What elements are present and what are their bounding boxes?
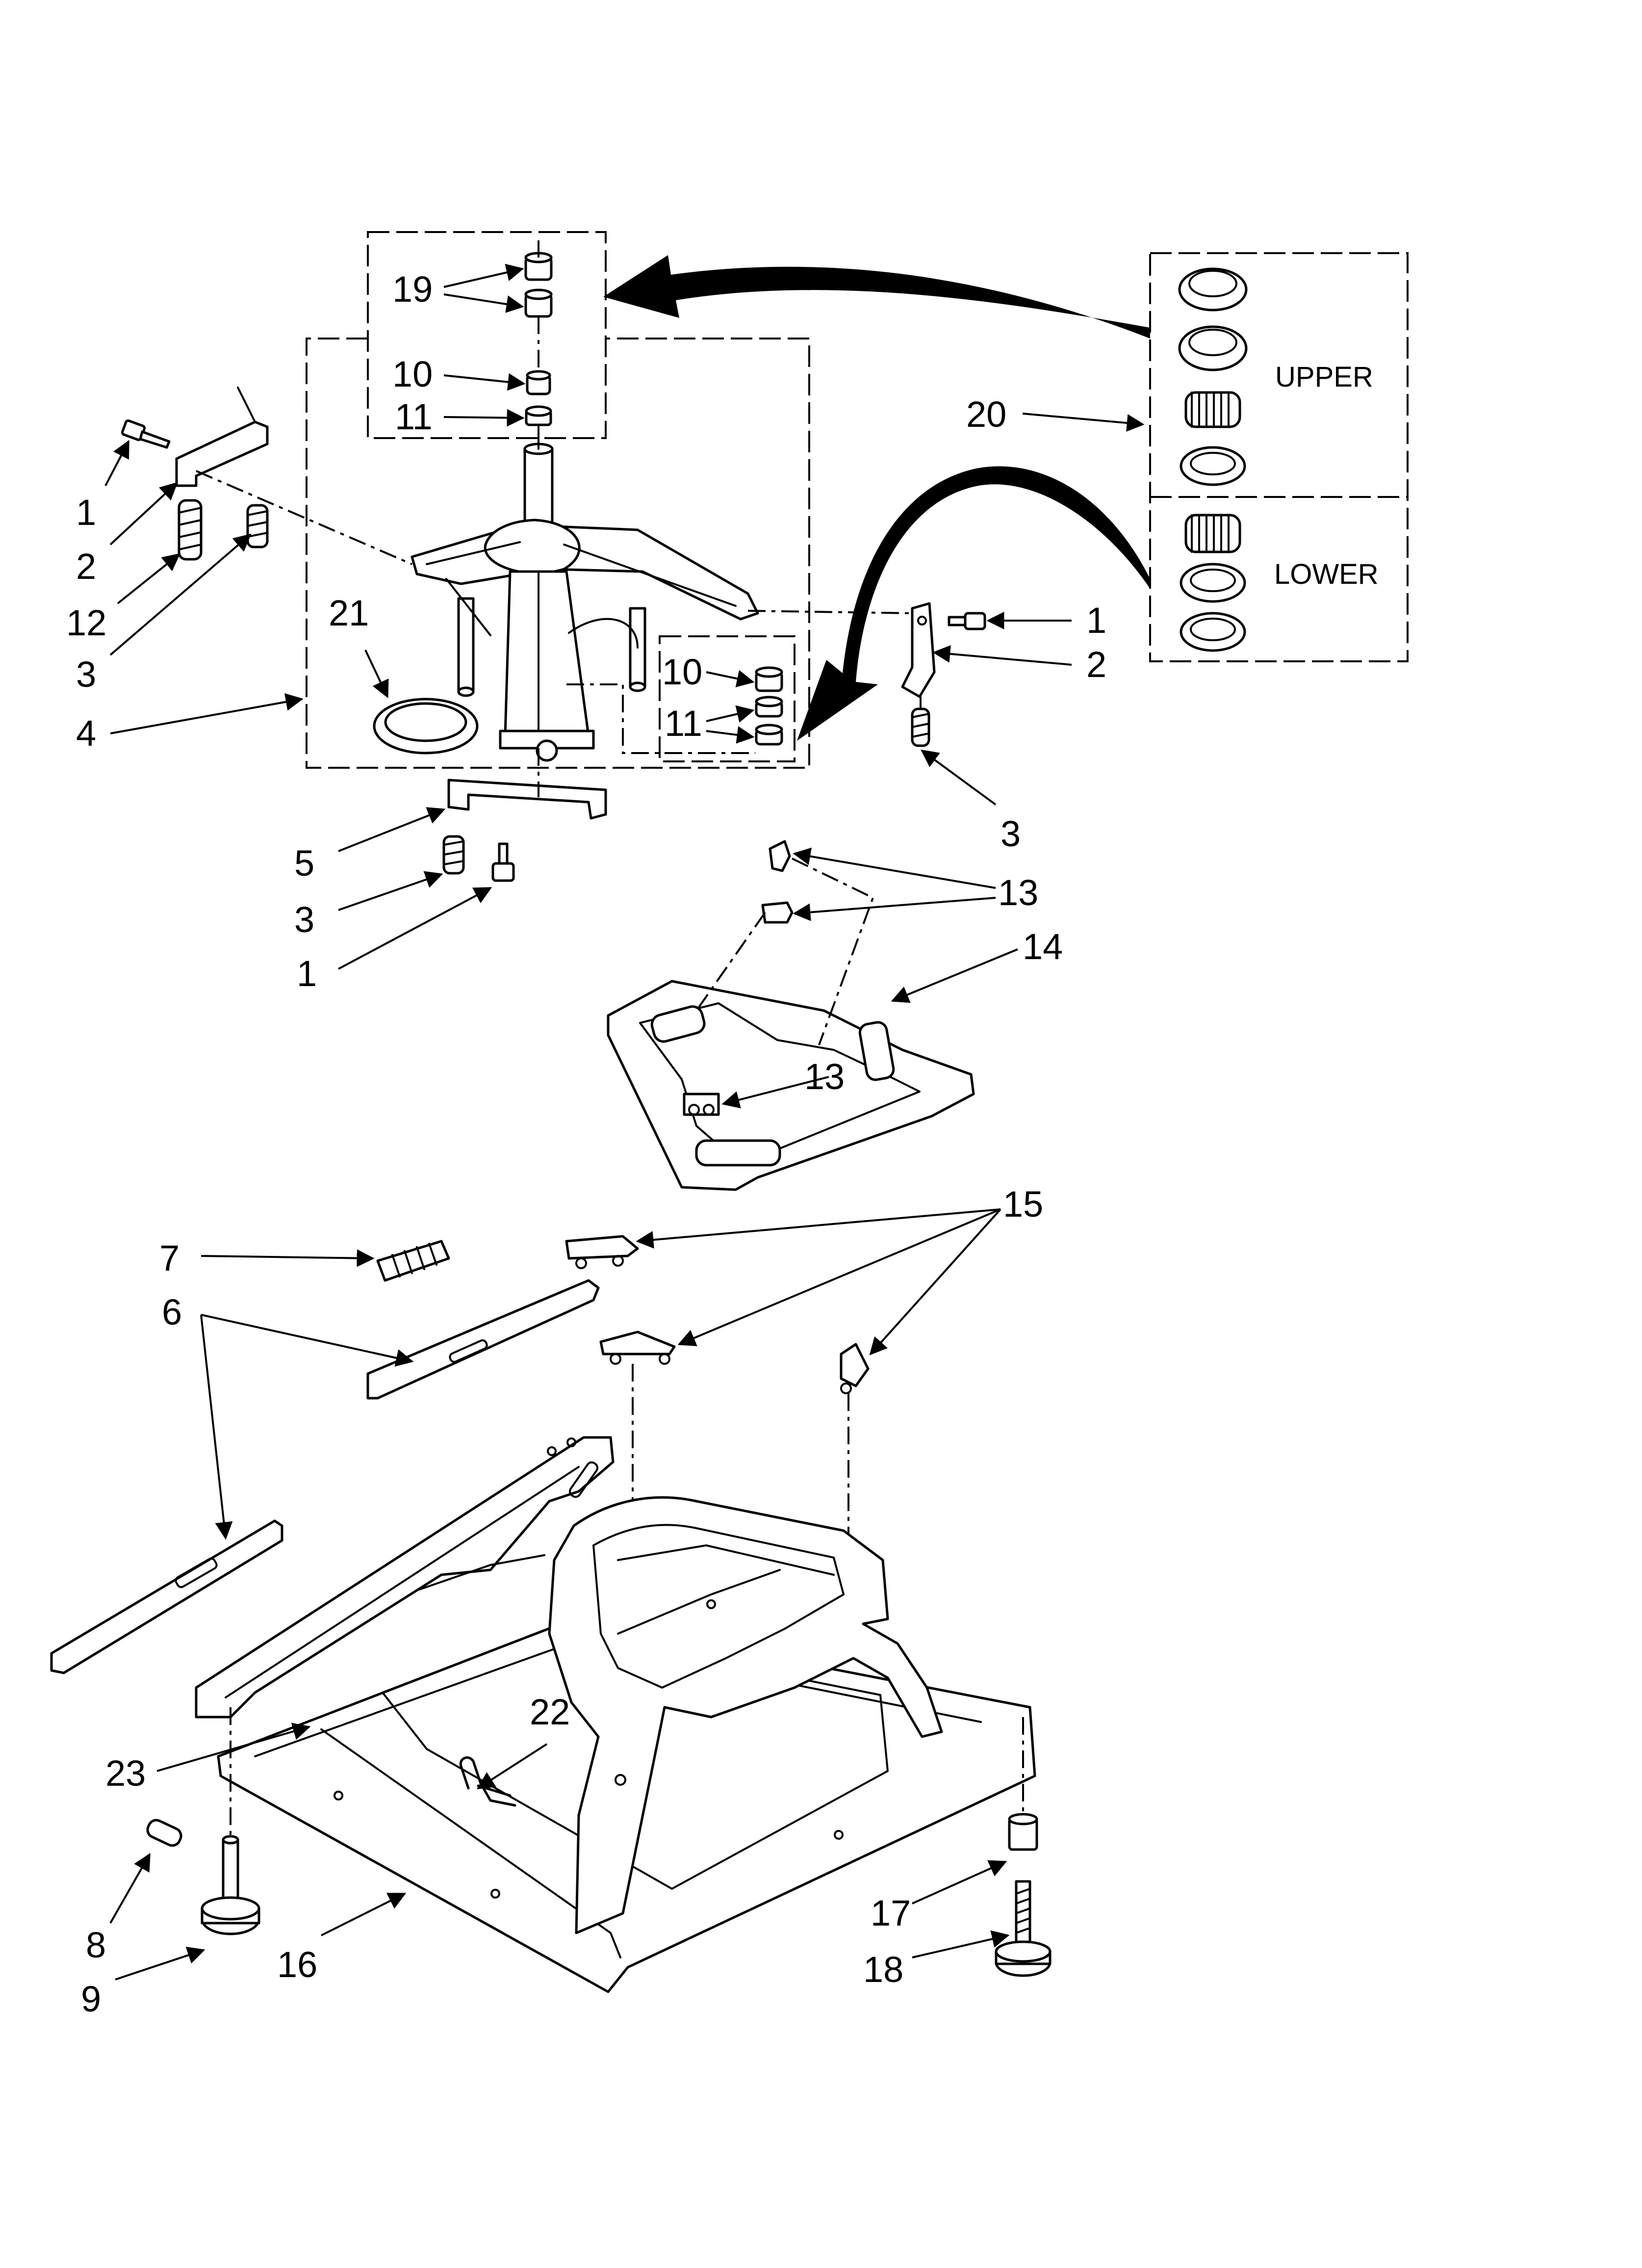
washer-11-lower-b-icon — [755, 724, 783, 746]
callout-21: 21 — [329, 593, 369, 633]
bushing-17-icon — [1008, 1813, 1038, 1851]
cross-brace-14-icon — [607, 980, 975, 1191]
spring-3-bottom-icon — [442, 835, 465, 875]
callout-10-upper: 10 — [392, 354, 433, 394]
washer-11-upper-icon — [525, 405, 552, 426]
callout-3-right: 3 — [1001, 813, 1021, 854]
kit-label-upper: UPPER — [1275, 361, 1373, 393]
callout-17: 17 — [871, 1893, 911, 1933]
rail-6-upper-icon — [366, 1279, 600, 1400]
pad-13-middle-icon — [761, 901, 794, 924]
bearing-kit-box — [1149, 252, 1409, 662]
spring-3-right-icon — [911, 707, 930, 747]
callout-13-top: 13 — [998, 872, 1038, 913]
mechanism-frame-icon — [410, 519, 759, 762]
callout-2-top-left: 2 — [76, 546, 96, 587]
leader-lines — [104, 263, 1145, 1981]
leveling-leg-9-icon — [201, 1835, 260, 1935]
big-arrow-lower-icon — [797, 466, 1150, 741]
pad-13-top-icon — [769, 840, 791, 872]
callout-12: 12 — [66, 602, 106, 643]
callout-14: 14 — [1023, 926, 1063, 967]
tub-support-frame-icon — [548, 1496, 943, 1934]
big-arrow-upper-icon — [603, 255, 1150, 339]
bearing-10-upper-icon — [526, 370, 551, 395]
callout-1-right: 1 — [1086, 600, 1106, 641]
callout-6: 6 — [162, 1292, 182, 1332]
callout-11-lower: 11 — [665, 703, 702, 744]
callout-20: 20 — [966, 394, 1006, 435]
callout-19: 19 — [392, 269, 433, 310]
cushion-19-upper-icon — [524, 252, 553, 281]
spring-12-icon — [178, 499, 203, 561]
callout-3-bottom: 3 — [294, 899, 314, 940]
callout-2-right: 2 — [1086, 644, 1106, 685]
screw-1-bottom-icon — [491, 842, 515, 882]
lower-hardware-box — [659, 635, 795, 762]
bracket-5-icon — [447, 779, 607, 820]
side-panel-23-icon — [195, 1436, 615, 1719]
pin-8-icon — [146, 1819, 182, 1847]
callout-7: 7 — [159, 1238, 180, 1278]
callout-8: 8 — [86, 1925, 106, 1965]
washer-11-lower-a-icon — [755, 696, 783, 718]
callout-15: 15 — [1003, 1184, 1043, 1225]
callout-10-lower: 10 — [662, 652, 702, 692]
spring-7-icon — [376, 1240, 450, 1282]
bearing-10-lower-icon — [755, 666, 783, 692]
glide-15-right-icon — [840, 1343, 870, 1394]
upper-hardware-box — [367, 231, 607, 439]
mechanism-assembly-box — [306, 338, 810, 769]
callout-22: 22 — [530, 1692, 570, 1732]
bracket-2-right-icon — [901, 602, 936, 698]
leveling-leg-18-icon — [995, 1880, 1052, 1977]
bearing-kit-lower-parts-icon — [1180, 514, 1246, 652]
spring-3-left-icon — [246, 504, 269, 548]
bearing-kit-upper-parts-icon — [1178, 267, 1248, 486]
callout-1-top-left: 1 — [76, 492, 96, 533]
callout-9: 9 — [81, 1979, 101, 2019]
callout-11-upper: 11 — [395, 396, 433, 437]
callout-1-bottom: 1 — [297, 953, 317, 994]
cushion-19-lower-icon — [524, 288, 553, 318]
callout-13-bottom: 13 — [804, 1056, 845, 1097]
screw-1-left-icon — [121, 419, 171, 449]
callout-5: 5 — [294, 843, 314, 884]
rail-6-lower-icon — [50, 1519, 283, 1674]
seal-ring-21-icon — [373, 698, 479, 755]
callout-23: 23 — [105, 1753, 146, 1794]
glide-15-center-icon — [599, 1330, 676, 1365]
callout-4: 4 — [76, 713, 96, 754]
kit-label-lower: LOWER — [1274, 558, 1379, 590]
screw-1-right-icon — [948, 612, 986, 630]
glide-15-left-icon — [565, 1235, 639, 1269]
pad-13-bottom-icon — [683, 1093, 720, 1116]
callout-16: 16 — [277, 1944, 317, 1985]
callout-18: 18 — [863, 1949, 903, 1990]
callout-3-top-left: 3 — [76, 654, 96, 695]
bracket-2-left-icon — [175, 387, 269, 487]
